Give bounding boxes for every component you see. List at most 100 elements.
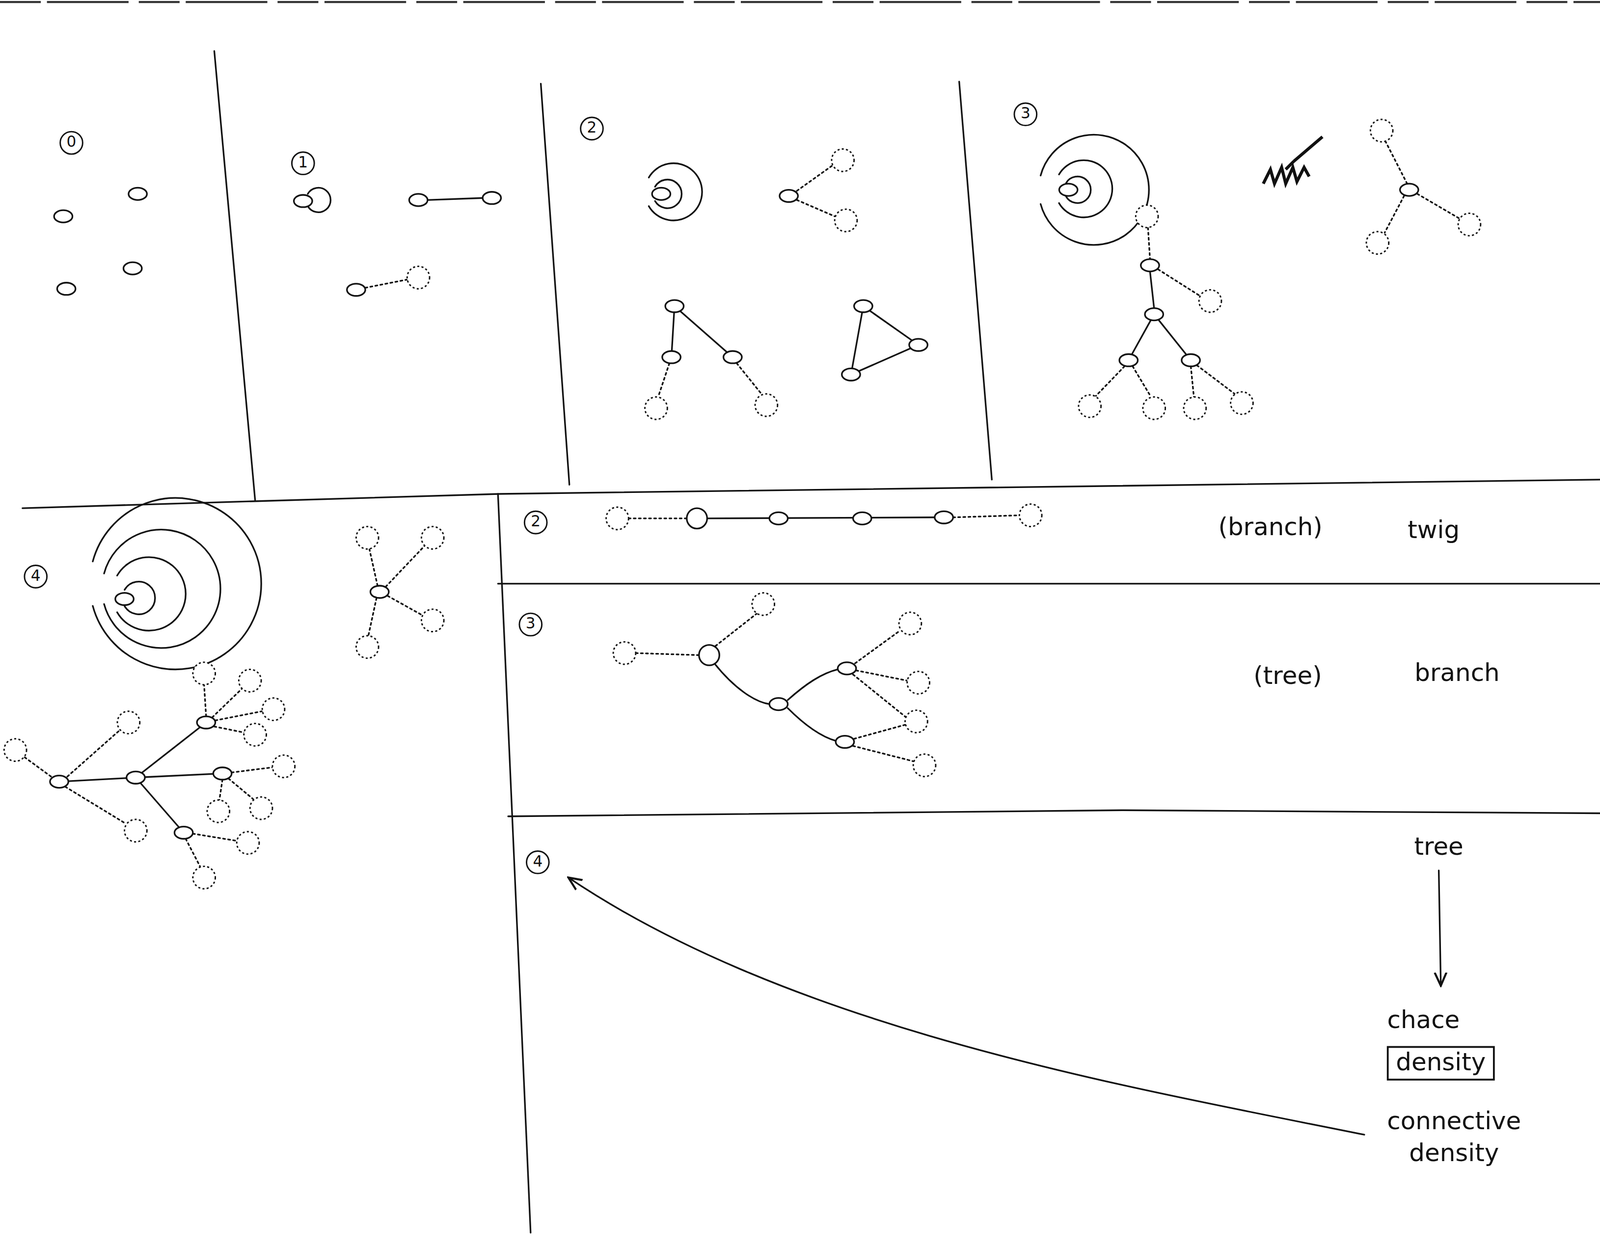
panel-4-drawing: [3, 497, 444, 889]
potential-node: [907, 671, 930, 695]
divider-line: [22, 479, 1600, 509]
divider-line: [508, 810, 1600, 816]
potential-node: [1458, 213, 1481, 236]
stage-name: (branch): [1218, 511, 1323, 544]
graph-node: [128, 187, 147, 200]
panel-2-drawing: [645, 148, 928, 420]
dotted-link: [385, 545, 425, 587]
potential-node: [645, 397, 668, 420]
graph-node: [294, 194, 313, 208]
dotted-link: [796, 199, 835, 217]
dotted-link: [1196, 365, 1235, 394]
number-text: 3: [525, 615, 536, 634]
scan-edge: [0, 0, 1600, 3]
number-circle-outline: [24, 565, 48, 588]
panel-dividers: [22, 51, 1600, 1233]
potential-node: [262, 698, 285, 721]
dotted-link: [628, 517, 687, 519]
graph-node: [1119, 353, 1138, 367]
stage-name: tree: [1413, 831, 1464, 864]
potential-node: [1078, 394, 1102, 418]
potential-node: [406, 266, 430, 289]
potential-node: [421, 526, 444, 549]
dotted-link: [369, 548, 378, 586]
number-circle-outline: [526, 850, 549, 874]
potential-node: [752, 593, 775, 616]
number-circle-outline: [519, 613, 543, 636]
potential-node: [355, 635, 379, 659]
potential-node: [1366, 231, 1389, 255]
potential-node: [1135, 205, 1159, 228]
dotted-link: [24, 757, 52, 777]
dotted-link: [215, 711, 263, 721]
graph-node: [909, 338, 928, 352]
number-text: 0: [66, 134, 77, 152]
graph-node: [370, 585, 389, 598]
solid-link: [135, 773, 223, 778]
graph-node: [1140, 259, 1160, 272]
down-arrow: [1438, 870, 1441, 986]
dotted-link: [1191, 366, 1194, 397]
potential-node: [236, 831, 260, 855]
spiral-loop: [648, 163, 703, 221]
stage-number: 4: [23, 564, 49, 589]
graph-node: [196, 716, 216, 729]
graph-node: [769, 698, 788, 711]
solid-link: [787, 669, 839, 700]
dotted-link: [1417, 193, 1460, 219]
dotted-link: [185, 838, 200, 867]
spiral-loop: [92, 497, 262, 670]
graph-node: [126, 771, 145, 784]
dotted-link: [635, 652, 700, 655]
dotted-link: [736, 363, 763, 395]
graph-node: [837, 662, 856, 675]
potential-node: [831, 148, 855, 172]
graph-node: [1058, 183, 1078, 196]
spiral-loop: [1058, 160, 1113, 217]
stage-name: twig: [1407, 514, 1460, 547]
number-circle-outline: [291, 152, 315, 175]
solid-link: [1128, 314, 1155, 361]
potential-node: [249, 796, 273, 820]
stage-number: 0: [59, 130, 84, 156]
graph-node: [174, 826, 193, 840]
graph-node: [841, 368, 861, 381]
number-text: 1: [298, 154, 308, 173]
dotted-link: [214, 726, 245, 733]
dotted-link: [65, 786, 126, 824]
potential-node: [3, 738, 27, 762]
graph-node: [835, 735, 854, 749]
solid-link: [714, 663, 770, 705]
spiral-loop: [1040, 134, 1150, 245]
potential-node: [238, 669, 262, 692]
stage-name: branch: [1414, 657, 1500, 690]
solid-link: [787, 707, 837, 741]
number-text: 4: [532, 853, 543, 871]
dotted-link: [855, 630, 900, 664]
graph-node: [1181, 353, 1200, 367]
word-box-outline: [1387, 1046, 1494, 1080]
potential-node: [1230, 391, 1254, 415]
dotted-link: [192, 833, 237, 841]
stage-name: (tree): [1253, 660, 1322, 693]
dotted-link: [1384, 195, 1404, 233]
dotted-link: [1132, 366, 1151, 397]
dotted-link: [1094, 366, 1125, 397]
dotted-link: [231, 767, 273, 773]
graph-node: [123, 262, 142, 275]
dotted-link: [1158, 269, 1200, 297]
dotted-link: [204, 684, 207, 717]
graph-node: [115, 593, 134, 606]
number-text: 4: [30, 567, 41, 586]
solid-link: [1149, 271, 1154, 309]
dotted-link: [67, 729, 121, 777]
potential-node: [1019, 504, 1042, 527]
dotted-link: [714, 613, 758, 648]
number-circle-outline: [60, 131, 83, 155]
stage-number: 3: [1013, 102, 1038, 127]
divider-line: [497, 493, 531, 1233]
solid-link: [674, 306, 733, 358]
graph-node: [1400, 183, 1419, 196]
